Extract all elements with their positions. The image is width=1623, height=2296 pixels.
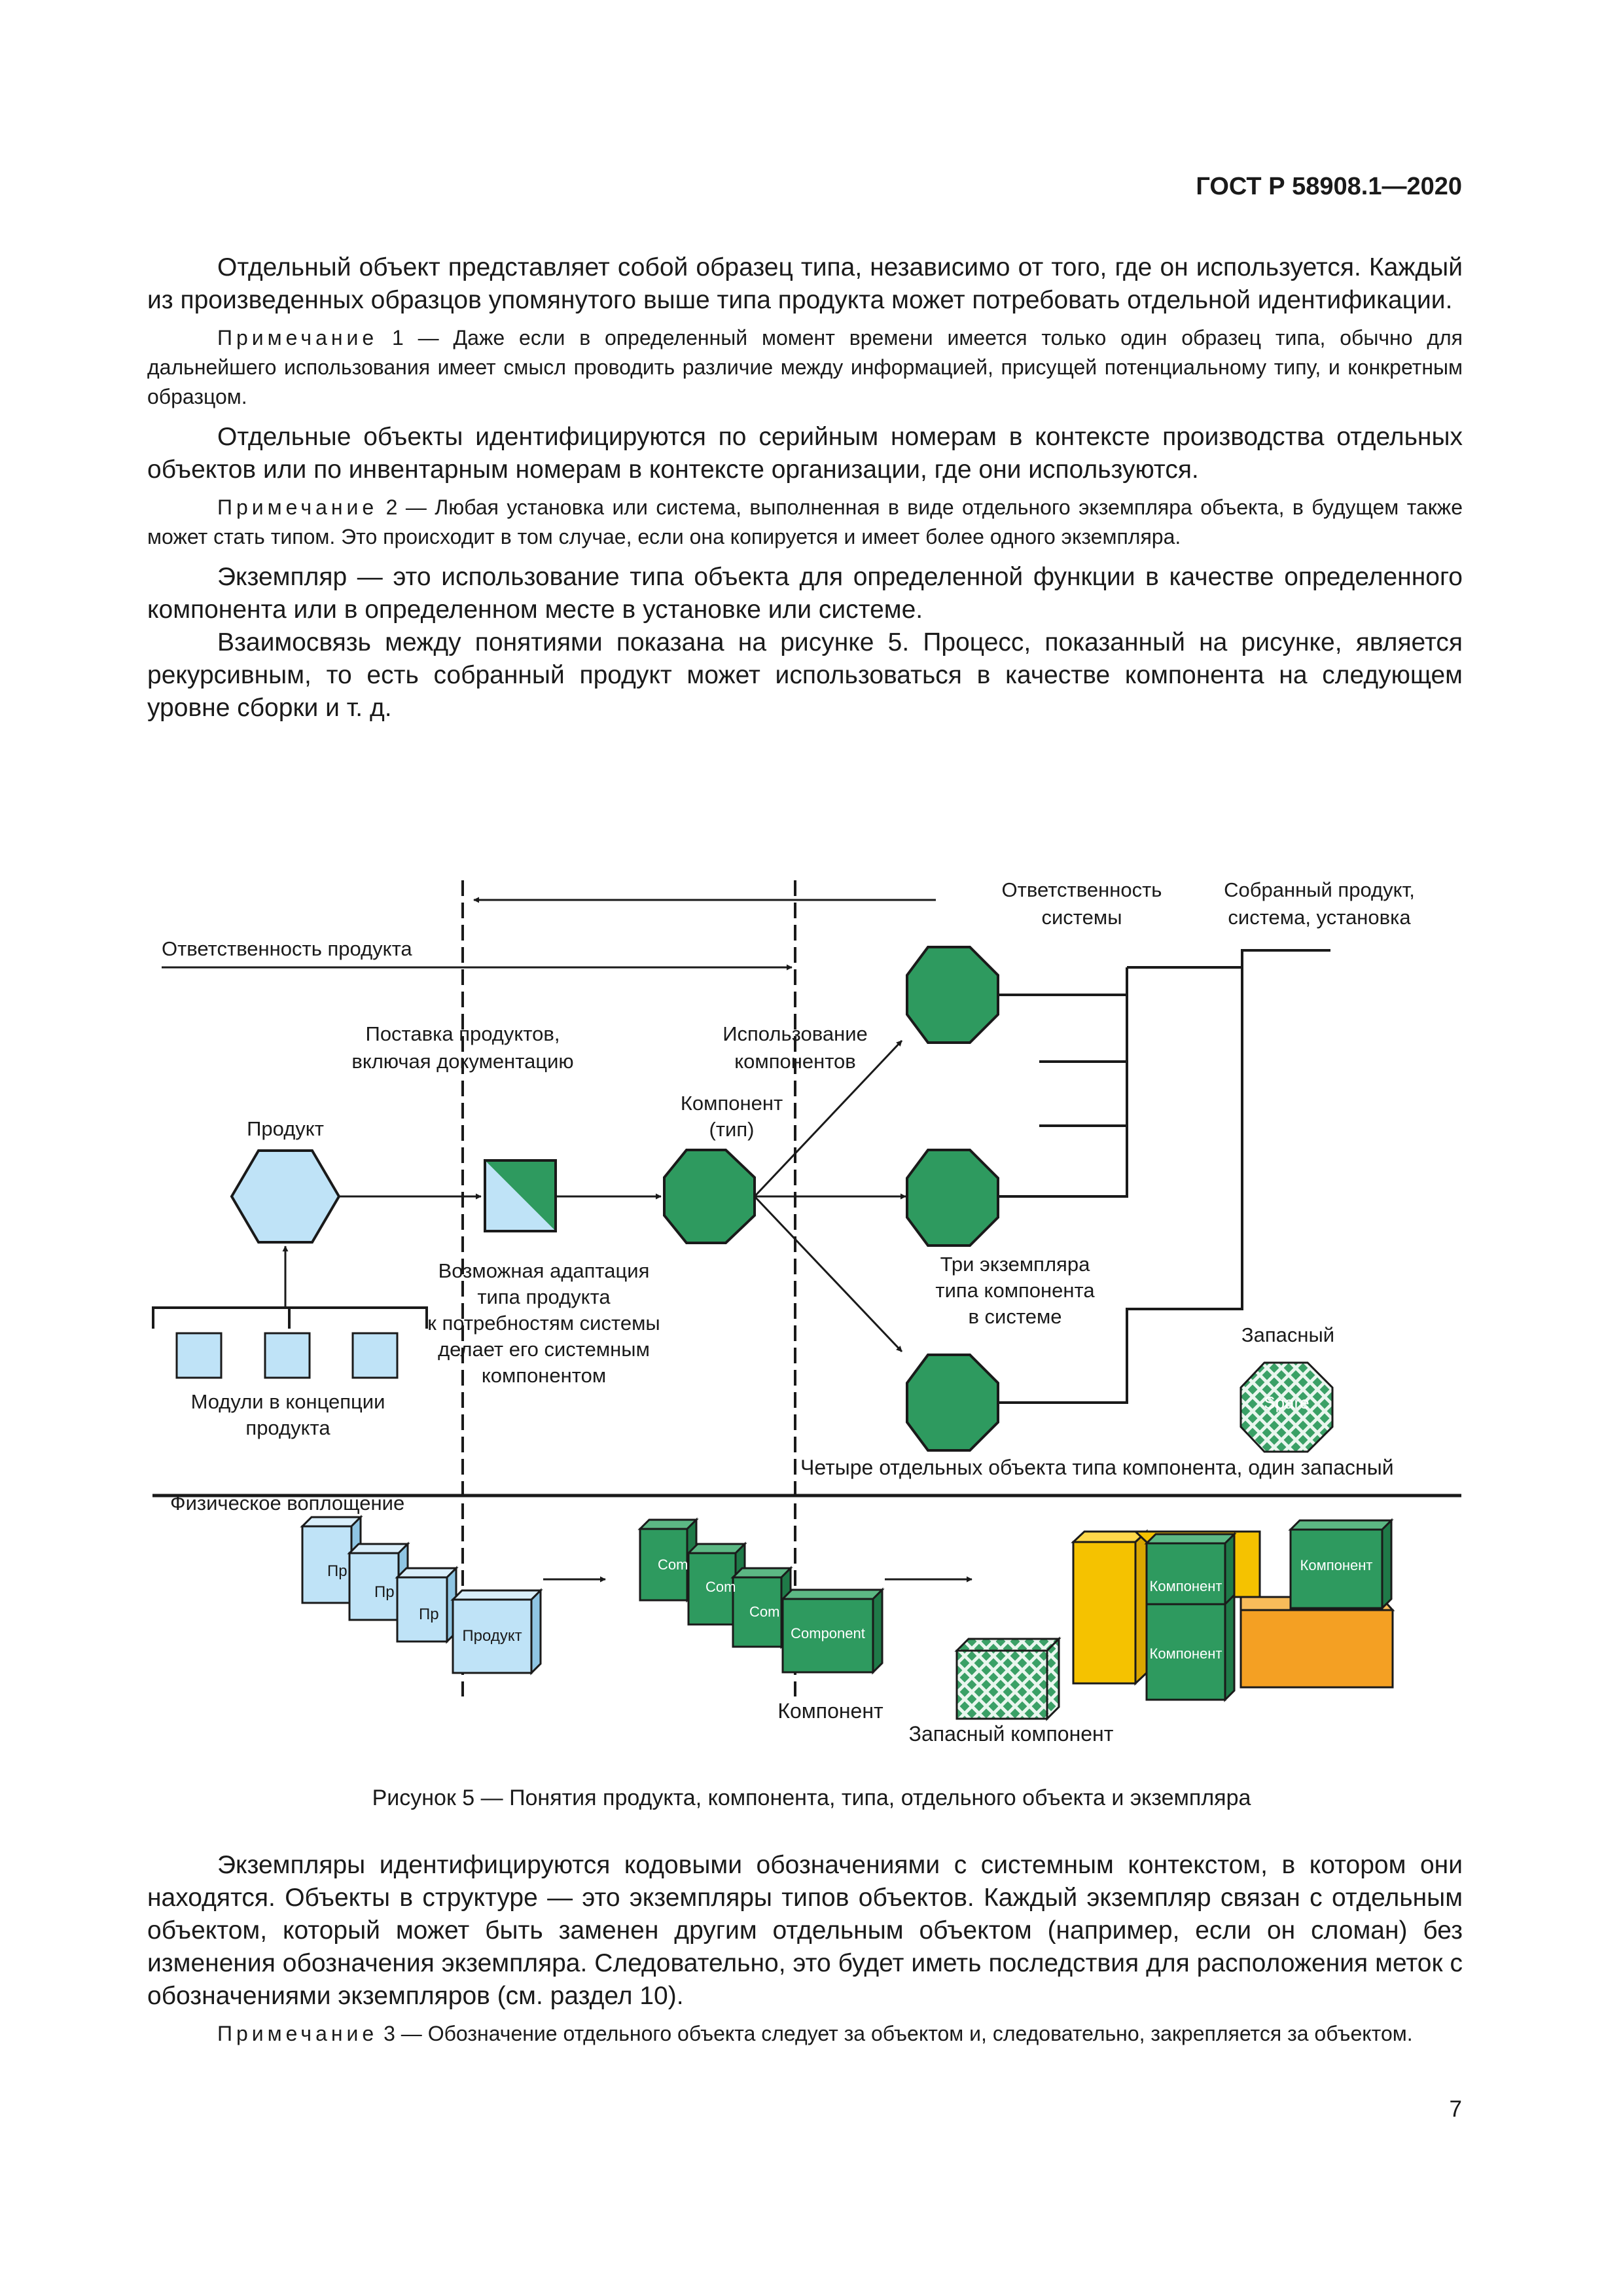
label-adapt-3: к потребностям системы (427, 1312, 660, 1335)
product-cube-3 (395, 1566, 459, 1644)
paragraph-5: Экземпляры идентифицируются кодовыми обо… (147, 1851, 1463, 2010)
adapted-square-blue (485, 1160, 556, 1231)
product-cube-4-text: Продукт (462, 1627, 522, 1645)
label-modules-1: Модули в концепции (191, 1390, 385, 1413)
component-cubes (637, 1517, 885, 1675)
label-system-responsibility-1: Ответственность (1002, 878, 1162, 901)
note-3-text: 3 — Обозначение отдельного объекта следу… (378, 2022, 1413, 2045)
assembly-orange-block (1240, 1596, 1395, 1689)
label-adapt-2: типа продукта (477, 1285, 611, 1308)
label-four-objects: Четыре отдельных объекта типа компонента… (800, 1456, 1394, 1479)
component-cube-3-text: Com (749, 1604, 779, 1620)
label-supply-1: Поставка продуктов, (366, 1022, 560, 1045)
label-component: Компонент (777, 1699, 883, 1723)
note-2-text: 2 — Любая установка или система, выполне… (147, 495, 1463, 548)
product-cube-4 (450, 1588, 543, 1676)
component-cube-2-text: Com (705, 1579, 736, 1595)
module-square-1 (175, 1332, 223, 1379)
component-cube-4-text: Component (791, 1625, 865, 1641)
module-square-3 (351, 1332, 399, 1379)
component-cube-1-text: Com (658, 1556, 688, 1573)
spare-component-cube (954, 1636, 1061, 1721)
label-component-type-2: (тип) (709, 1118, 755, 1141)
note-1: Примечание 1 — Даже если в определенный … (147, 323, 1463, 412)
arrow-to-instance-1 (753, 1039, 903, 1198)
product-hexagon (230, 1149, 341, 1244)
assembly-component-cube-2 (1145, 1592, 1236, 1702)
document-id: ГОСТ Р 58908.1—2020 (1196, 173, 1462, 200)
label-physical: Физическое воплощение (170, 1492, 404, 1515)
arrow-to-instance-3 (753, 1195, 903, 1353)
label-spare-component: Запасный компонент (909, 1722, 1114, 1746)
paragraph-4: Взаимосвязь между понятиями показана на … (147, 628, 1463, 722)
instance-octagon-3 (906, 1354, 999, 1452)
assembly-component-cube-3 (1288, 1518, 1394, 1611)
label-product: Продукт (247, 1117, 324, 1140)
component-cube-4 (780, 1587, 885, 1675)
label-supply-2: включая документацию (351, 1050, 573, 1073)
note-1-text: 1 — Даже если в определенный момент врем… (147, 326, 1463, 408)
instance-octagon-2 (906, 1149, 999, 1247)
page-number: 7 (1449, 2096, 1462, 2122)
label-three-1: Три экземпляра (940, 1253, 1090, 1276)
label-adapt-4: делает его системным (438, 1338, 650, 1361)
note-2-label: Примечание (217, 495, 378, 519)
paragraph-2: Отдельные объекты идентифицируются по се… (147, 423, 1463, 484)
label-use-1: Использование (722, 1022, 868, 1045)
assembly-component-2-text: Компонент (1150, 1645, 1222, 1662)
note-2: Примечание 2 — Любая установка или систе… (147, 493, 1463, 552)
system-structure-lines (998, 949, 1330, 1404)
note-3: Примечание 3 — Обозначение отдельного об… (147, 2019, 1463, 2049)
label-assembled-2: система, установка (1228, 906, 1411, 929)
product-cube-3-text: Пр (419, 1605, 439, 1623)
label-spare: Запасный (1241, 1323, 1334, 1346)
label-system-responsibility-2: системы (1041, 906, 1122, 929)
label-component-type-1: Компонент (681, 1092, 783, 1115)
assembled-product (1071, 1518, 1395, 1702)
product-cubes (300, 1515, 543, 1676)
paragraph-1: Отдельный объект представляет собой обра… (147, 253, 1463, 314)
paragraph-3: Экземпляр — это использование типа объек… (147, 563, 1463, 624)
note-3-label: Примечание (217, 2022, 378, 2045)
body-top: Отдельный объект представляет собой обра… (147, 251, 1463, 725)
figure-caption: Рисунок 5 — Понятия продукта, компонента… (372, 1785, 1251, 1810)
assembly-component-3-text: Компонент (1300, 1557, 1373, 1573)
spare-octagon (1240, 1361, 1334, 1453)
component-cube-1 (637, 1517, 699, 1603)
product-cube-1-text: Пр (327, 1562, 348, 1580)
label-three-2: типа компонента (935, 1279, 1095, 1302)
label-three-3: в системе (968, 1305, 1061, 1328)
body-bottom: Экземпляры идентифицируются кодовыми обо… (147, 1849, 1463, 2049)
modules-bracket (152, 1306, 428, 1329)
label-use-2: компонентов (734, 1050, 856, 1073)
label-product-responsibility: Ответственность продукта (162, 937, 412, 960)
label-adapt-5: компонентом (482, 1364, 606, 1387)
spare-octagon-text: Spare (1264, 1393, 1309, 1412)
note-1-label: Примечание (217, 326, 378, 350)
component-type-octagon (663, 1149, 756, 1244)
product-cube-2-text: Пр (374, 1583, 395, 1601)
module-square-2 (264, 1332, 311, 1379)
label-modules-2: продукта (245, 1416, 330, 1439)
label-assembled-1: Собранный продукт, (1224, 878, 1415, 901)
instance-octagon-1 (906, 946, 999, 1044)
assembly-component-1-text: Компонент (1150, 1578, 1222, 1594)
label-adapt-1: Возможная адаптация (438, 1259, 650, 1282)
